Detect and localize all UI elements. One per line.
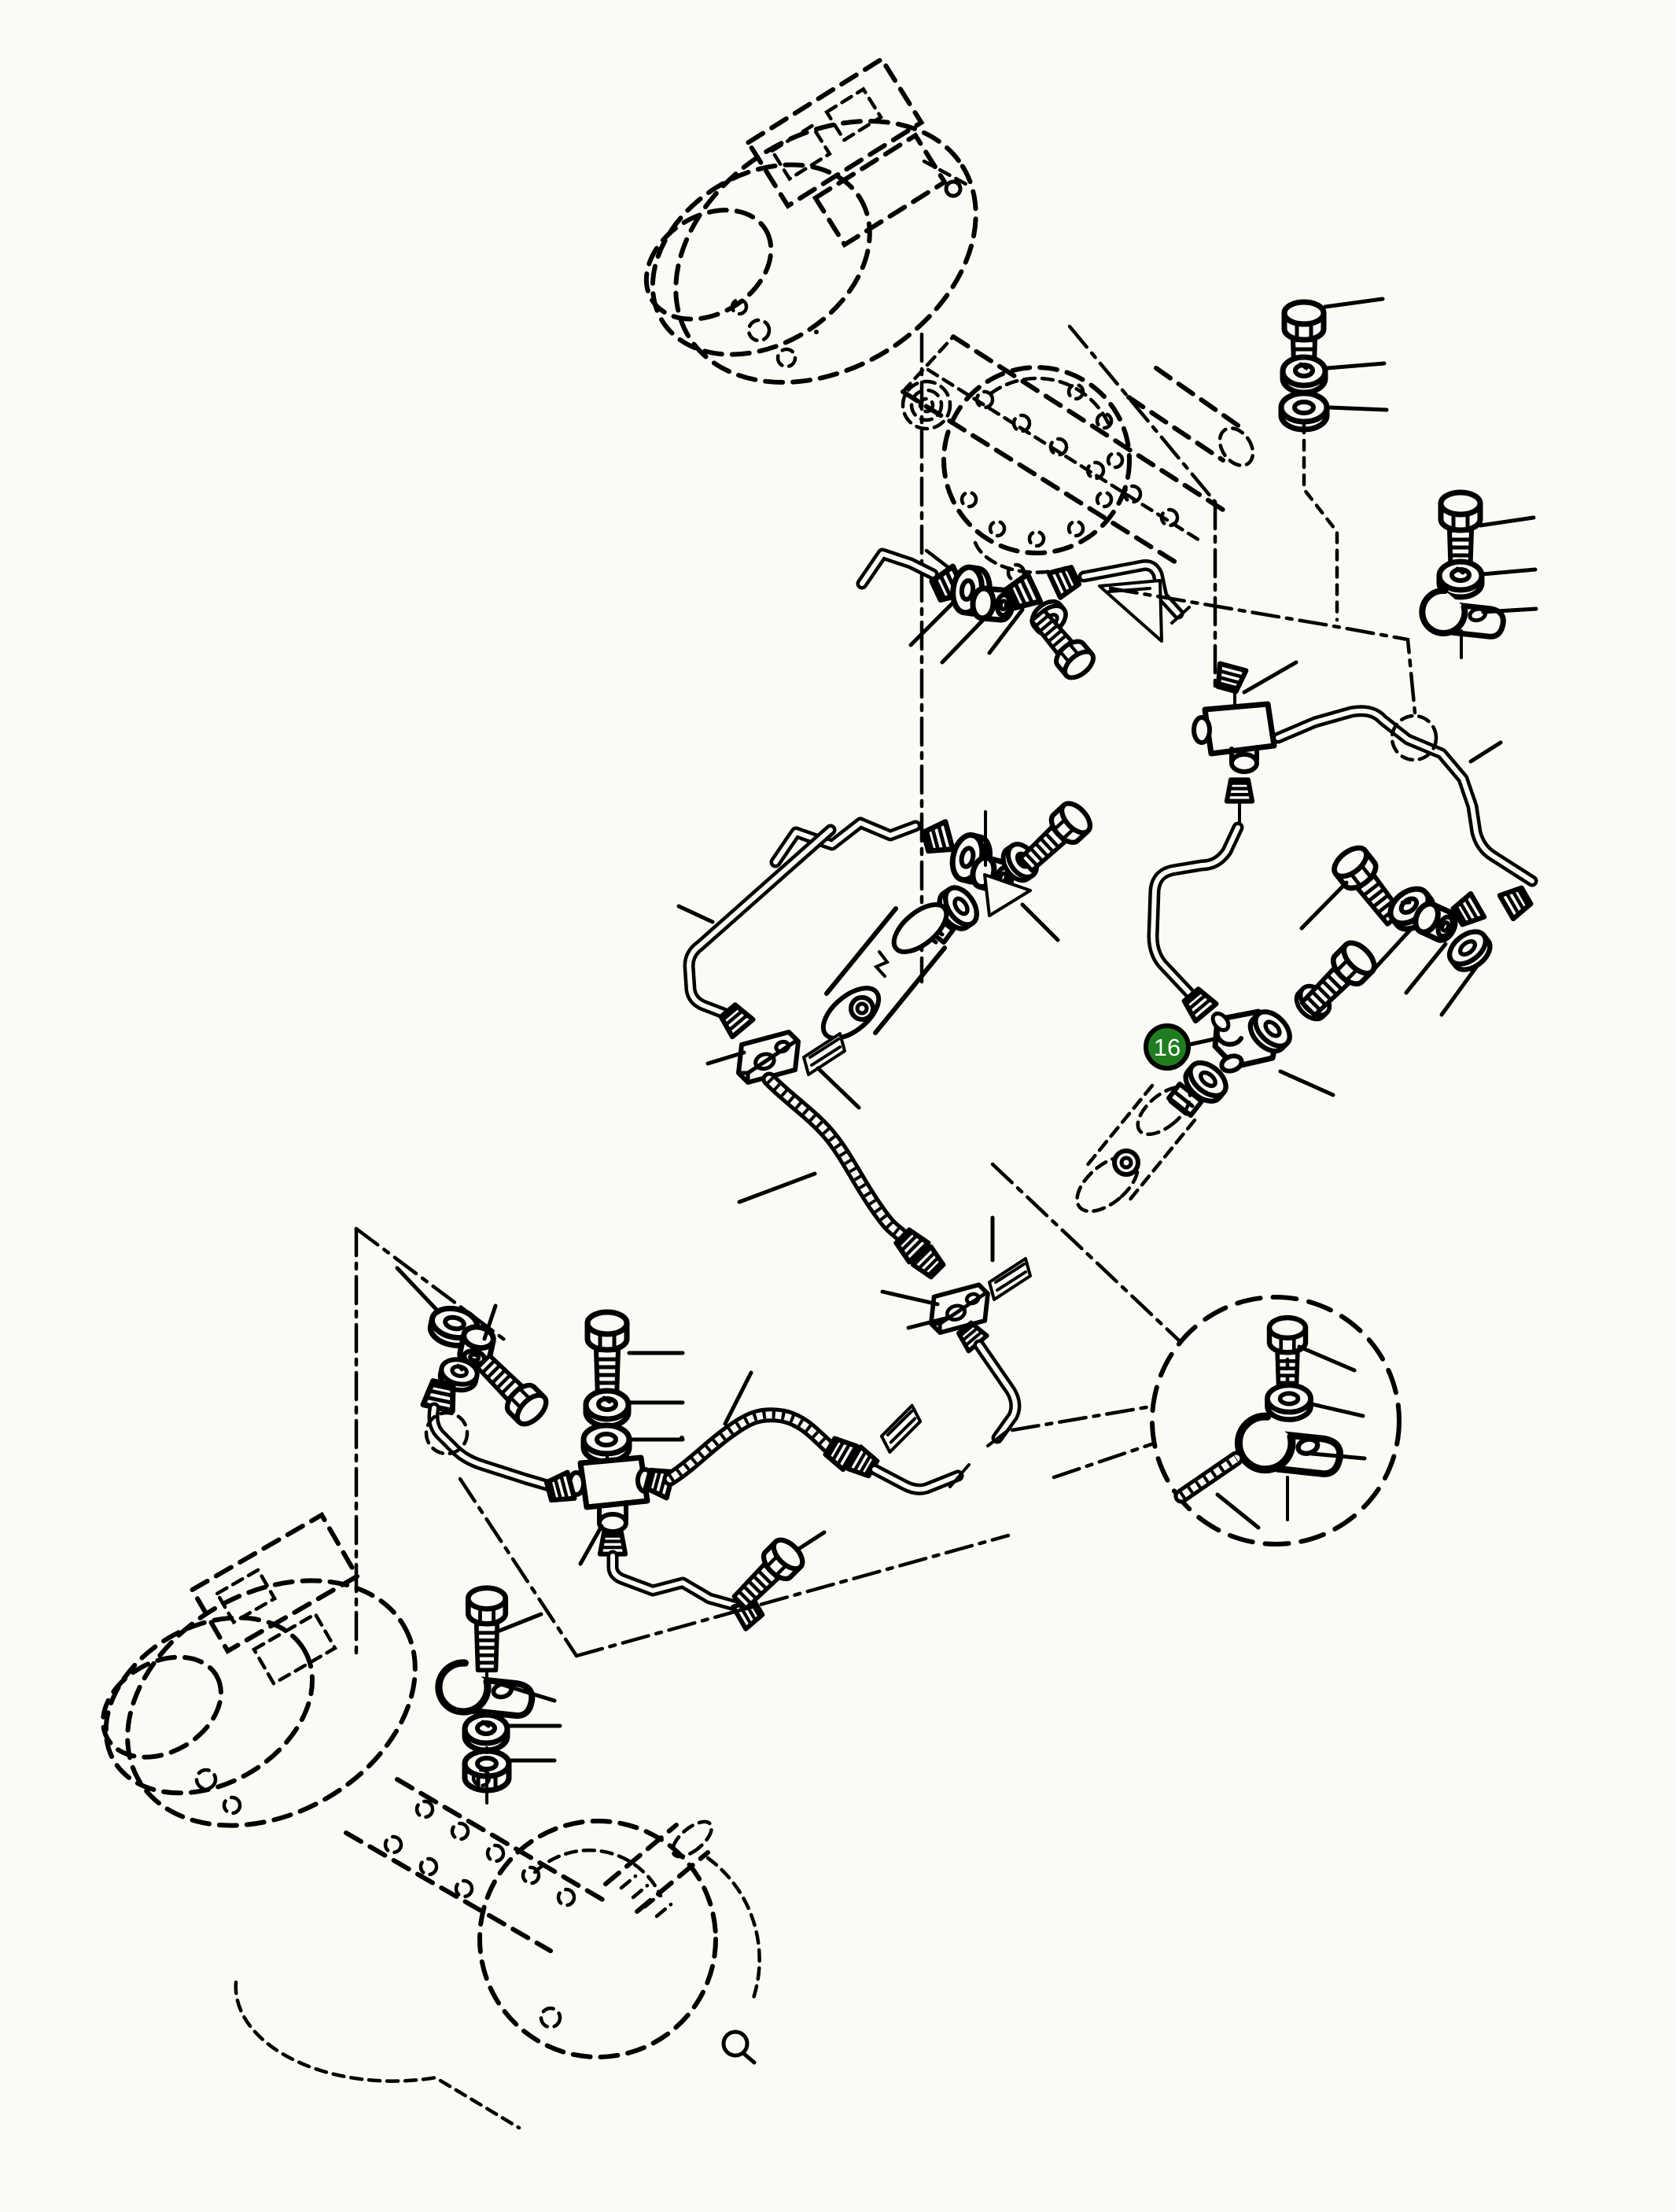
spring-washer xyxy=(586,1391,628,1426)
clamp-stack-top-right xyxy=(1417,492,1538,659)
banjo-group-bottom xyxy=(395,1266,558,1493)
hose-guard-clip xyxy=(802,1032,846,1076)
brake-pipe-right xyxy=(1272,705,1538,887)
phantom-line xyxy=(1052,1442,1154,1480)
phantom-line xyxy=(1108,586,1417,715)
front-axle-assembly xyxy=(643,56,1255,984)
tube-nut xyxy=(1500,884,1533,919)
connector xyxy=(1214,664,1246,693)
mid-pipe-hose-chain xyxy=(676,824,1032,1447)
tube-nut xyxy=(423,1380,458,1410)
callout-number: 16 xyxy=(1154,1034,1181,1061)
clamp-stack-bottom xyxy=(433,1588,562,1805)
tube-nut xyxy=(923,822,953,856)
banjo-group-left xyxy=(769,798,1096,942)
flat-washer xyxy=(1267,1385,1310,1420)
banjo-bolt xyxy=(1014,798,1095,877)
spring-washer xyxy=(465,1715,507,1750)
detail-view-circle xyxy=(1150,1295,1402,1547)
fastener-stack-top xyxy=(1281,297,1389,622)
rear-axle-housing xyxy=(344,1768,612,1953)
clamp-position-marker xyxy=(1390,713,1438,762)
bleeder-screw xyxy=(1227,780,1252,801)
phantom-line xyxy=(574,1533,1011,1658)
hose-guard-clip xyxy=(983,873,1032,917)
hose-guard-clip xyxy=(988,1257,1032,1301)
banjo-bolt xyxy=(1295,938,1379,1022)
tee-union-lower xyxy=(546,1312,971,1629)
phantom-line xyxy=(458,1477,579,1658)
phantom-line xyxy=(354,1226,512,1346)
brake-pipe-center xyxy=(1147,821,1244,1021)
rear-axle-assembly xyxy=(101,1511,761,2130)
front-differential xyxy=(901,365,1255,583)
banjo-group-right xyxy=(1299,842,1533,1017)
hose-guard-clip xyxy=(875,1403,927,1455)
spring-washer xyxy=(1283,357,1325,393)
banjo-group-upper xyxy=(856,547,1191,683)
clamp-bracket-plate xyxy=(931,1285,988,1333)
banjo-bolt xyxy=(471,1349,551,1429)
tube-nut xyxy=(546,1473,575,1504)
brake-cylinder-right xyxy=(1075,1082,1204,1214)
clamp-position-marker xyxy=(424,1410,470,1456)
phantom-line xyxy=(990,1162,1182,1344)
rear-hub-drum xyxy=(101,1511,418,1828)
elbow-union-16 xyxy=(1180,938,1379,1108)
tee-union-upper xyxy=(1192,660,1298,826)
brake-cylinder-left xyxy=(820,902,956,1041)
rear-differential xyxy=(234,1819,761,2130)
hex-bolt xyxy=(588,1312,627,1399)
phantom-line xyxy=(1010,1404,1154,1432)
part-callout-16[interactable]: 16 xyxy=(1144,1023,1220,1071)
tube-nut xyxy=(1049,563,1081,597)
callout-circle[interactable] xyxy=(1144,1023,1191,1071)
front-hub-drum xyxy=(643,56,978,385)
